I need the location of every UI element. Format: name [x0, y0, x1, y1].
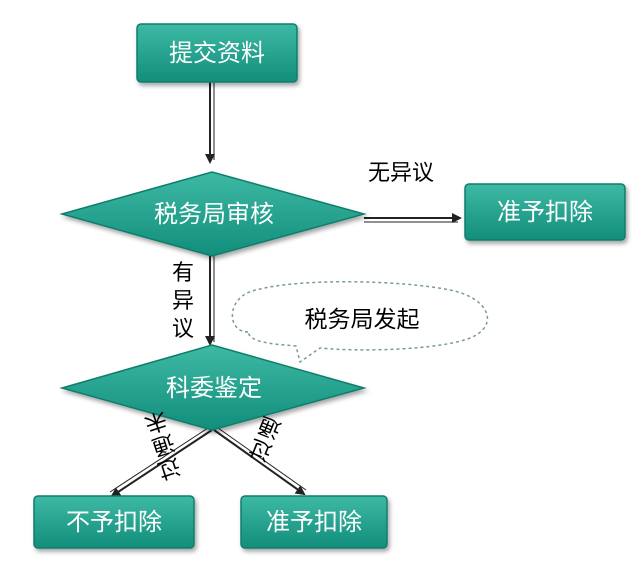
- node-deny-label: 不予扣除: [66, 508, 162, 536]
- node-deny: [33, 495, 195, 549]
- edge-label-objection-3: 议: [172, 317, 194, 342]
- node-approve-top-label: 准予扣除: [497, 198, 593, 226]
- node-approve-bottom-label: 准予扣除: [266, 508, 362, 536]
- node-submit-label: 提交资料: [169, 39, 265, 67]
- edge-appraisal-to-approve-double: [217, 427, 307, 491]
- node-submit: [136, 23, 298, 83]
- node-review-label: 税务局审核: [154, 200, 274, 228]
- edge-label-no-objection: 无异议: [368, 161, 434, 186]
- callout-bubble: [231, 280, 489, 364]
- node-approve-top: [464, 183, 626, 241]
- node-appraisal-label: 科委鉴定: [166, 374, 262, 402]
- edge-appraisal-to-approve: [213, 429, 306, 496]
- node-approve-bottom: [240, 495, 388, 549]
- edge-appraisal-to-deny: [110, 429, 213, 498]
- edges: [109, 82, 462, 498]
- node-appraisal: [59, 344, 367, 431]
- node-review: [59, 171, 367, 257]
- edge-label-objection-1: 有: [172, 261, 194, 286]
- edge-appraisal-to-deny-double: [109, 427, 209, 493]
- edge-label-objection-2: 异: [172, 289, 194, 314]
- callout-label: 税务局发起: [305, 307, 420, 333]
